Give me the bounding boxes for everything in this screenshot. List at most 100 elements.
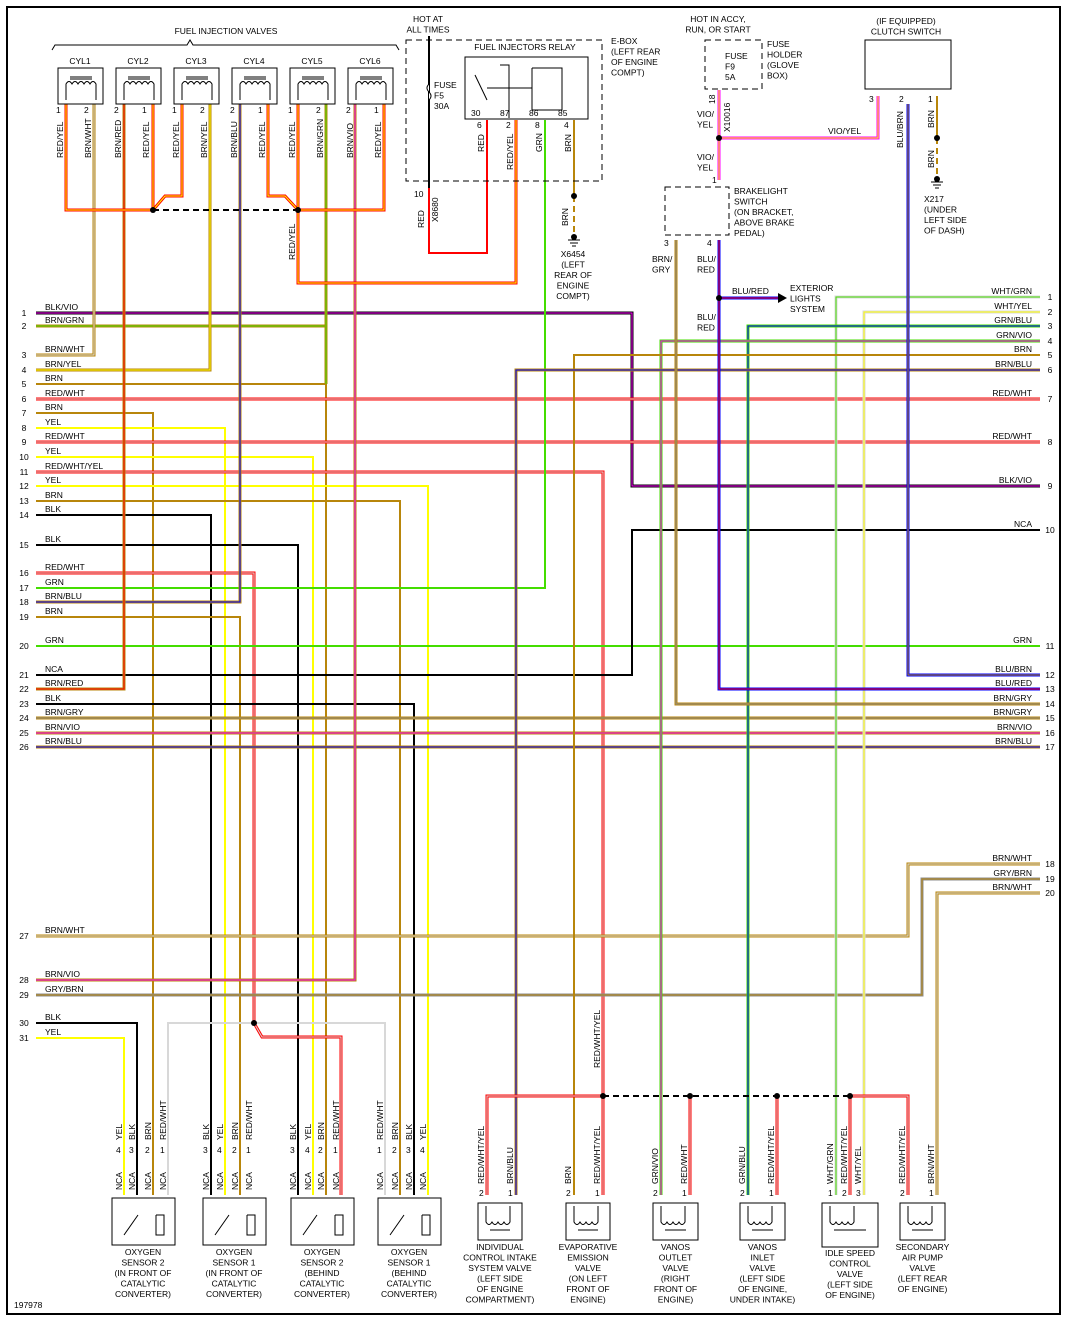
- left-wire-label: BLK/VIO: [45, 302, 78, 312]
- e-box-location: OF ENGINE: [611, 57, 658, 67]
- right-connector-pin: 2: [1048, 307, 1053, 317]
- left-wire-label: YEL: [45, 1027, 61, 1037]
- left-connector-pin: 16: [19, 568, 29, 578]
- pin-number: 1: [246, 1145, 251, 1155]
- pin-number: 2: [740, 1188, 745, 1198]
- ground-x6454: (LEFT: [561, 260, 585, 270]
- pin-number: 4: [707, 238, 712, 248]
- wire-label: RED/YEL: [55, 121, 65, 158]
- left-connector-pin: 11: [20, 467, 29, 477]
- pin-number: 2: [566, 1188, 571, 1198]
- valve-5: [821, 1202, 879, 1248]
- pin-number: 3: [406, 1145, 411, 1155]
- valve-label: FRONT OF: [566, 1284, 609, 1294]
- left-wire-label: BRN/YEL: [45, 359, 82, 369]
- valve-label: EMISSION: [567, 1253, 609, 1263]
- right-connector-pin: 4: [1048, 336, 1053, 346]
- oxygen-sensor-label: SENSOR 2: [301, 1258, 344, 1268]
- valve-label: COMPARTMENT): [466, 1295, 535, 1305]
- left-wire-label: RED/WHT/YEL: [45, 461, 103, 471]
- left-connector-pin: 17: [19, 583, 29, 593]
- pin-number: 2: [145, 1145, 150, 1155]
- wire-label: RED/WHT/YEL: [839, 1126, 849, 1184]
- right-wire-label: RED/WHT: [992, 388, 1032, 398]
- clutch-switch-label: (IF EQUIPPED): [876, 16, 936, 26]
- valve-label: OF ENGINE): [898, 1284, 948, 1294]
- oxygen-sensor-label: CATALYTIC: [121, 1279, 166, 1289]
- pin-number: 2: [114, 105, 119, 115]
- right-wire-label: BLK/VIO: [999, 475, 1032, 485]
- ground-x6454: REAR OF: [554, 270, 592, 280]
- cylinder-label: CYL5: [301, 56, 323, 66]
- left-connector-pin: 14: [19, 510, 29, 520]
- right-wire-6: [514, 368, 1040, 1195]
- oxygen-sensor-label: OXYGEN: [391, 1247, 427, 1257]
- pin-number: 4: [305, 1145, 310, 1155]
- valve-1: [477, 1202, 523, 1241]
- coil-icon: [65, 76, 97, 100]
- left-wire-label: GRN: [45, 577, 64, 587]
- wire: [266, 104, 300, 212]
- coil-icon: [123, 76, 155, 100]
- left-wire-label: RED/WHT: [45, 388, 85, 398]
- hot-at-all-times: HOT AT: [413, 14, 443, 24]
- right-wire-13: [717, 240, 1040, 691]
- oxygen-sensor-label: OXYGEN: [304, 1247, 340, 1257]
- nca-label: NCA: [230, 1172, 240, 1190]
- left-connector-pin: 25: [19, 728, 29, 738]
- wire-label: RED/WHT: [158, 1100, 168, 1140]
- left-wire-label: BRN: [45, 402, 63, 412]
- wire-label: BRN/RED: [113, 120, 123, 158]
- valve-label: VANOS: [748, 1242, 777, 1252]
- left-wire-17: [36, 120, 546, 589]
- fuse-f5: 30A: [434, 101, 449, 111]
- sensor-icon: [389, 1214, 431, 1236]
- e-box-location: E-BOX: [611, 36, 638, 46]
- oxygen-sensor-label: CONVERTER): [381, 1289, 437, 1299]
- left-wire-label: BRN/BLU: [45, 736, 82, 746]
- wire-label: RED/WHT/YEL: [766, 1126, 776, 1184]
- left-wire-label: BRN/BLU: [45, 591, 82, 601]
- left-wire-12: [36, 485, 429, 1195]
- pin-number: 2: [84, 105, 89, 115]
- splice-dot: [934, 135, 940, 141]
- sensor-icon: [214, 1214, 256, 1236]
- wire-label: BLK: [288, 1124, 298, 1140]
- wire-label: RED/YEL: [287, 223, 297, 260]
- left-wire-8: [36, 427, 226, 1195]
- pin-number: 18: [707, 94, 717, 104]
- brakelight-switch-label: SWITCH: [734, 197, 768, 207]
- valve-4: [739, 1202, 786, 1241]
- left-wire-5: [36, 383, 327, 1195]
- sensor-icon: [123, 1214, 165, 1236]
- valve-label: INLET: [750, 1253, 774, 1263]
- right-wire-20: [935, 891, 1040, 1195]
- left-wire-label: BRN: [45, 606, 63, 616]
- wire-label: BRN: [316, 1122, 326, 1140]
- oxygen-sensor-label: OXYGEN: [125, 1247, 161, 1257]
- wire-label: RED/WHT: [679, 1144, 689, 1184]
- fuse-holder: [704, 39, 763, 90]
- left-connector-pin: 29: [19, 990, 29, 1000]
- left-connector-pin: 24: [19, 713, 29, 723]
- solenoid-icon: [573, 1206, 599, 1231]
- left-connector-pin: 7: [22, 408, 27, 418]
- left-wire-label: BLK: [45, 1012, 61, 1022]
- wire-label: BRN: [560, 208, 570, 226]
- exterior-lights-system: LIGHTS: [790, 294, 821, 304]
- left-wire-label: NCA: [45, 664, 63, 674]
- valve-label: OUTLET: [659, 1253, 693, 1263]
- pin-number: 1: [929, 1188, 934, 1198]
- left-connector-pin: 6: [22, 394, 27, 404]
- nca-label: NCA: [215, 1172, 225, 1190]
- splice-dot: [934, 176, 940, 182]
- pin-number: 1: [160, 1145, 165, 1155]
- ground-icon: [931, 181, 943, 189]
- ground-x217: OF DASH): [924, 226, 965, 236]
- pin-number: 1: [288, 105, 293, 115]
- splice-dot: [847, 1093, 853, 1099]
- pin-number: 2: [230, 105, 235, 115]
- solenoid-icon: [829, 1206, 866, 1231]
- right-wire-label: BRN/BLU: [995, 736, 1032, 746]
- valve-bus: [850, 1094, 910, 1195]
